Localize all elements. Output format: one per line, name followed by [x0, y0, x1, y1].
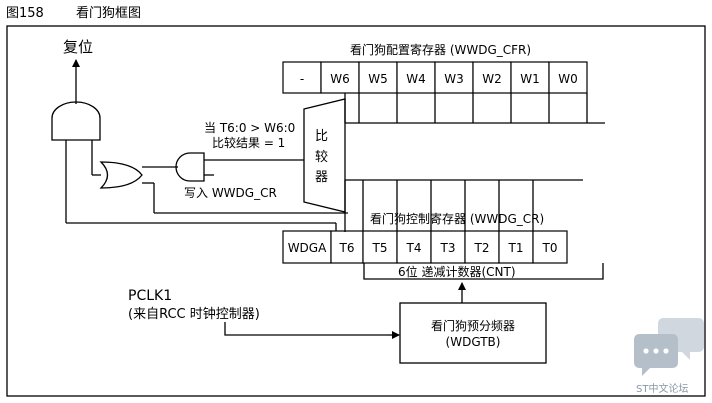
prescaler-block [399, 302, 547, 364]
cr-bit-cell [464, 230, 500, 264]
counter-bracket [363, 263, 604, 280]
counter-label: 6位 递减计数器(CNT) [398, 264, 516, 279]
figure-title: 看门狗框图 [76, 5, 141, 21]
reset-label: 复位 [63, 38, 93, 56]
prescaler-name: 看门狗预分频器 [431, 318, 515, 333]
or-gate [99, 161, 143, 189]
compare-and-gate [175, 152, 205, 182]
cfr-bit-cell [548, 61, 588, 94]
cr-bit-label: T3 [440, 241, 456, 255]
watermark-text: ST中文论坛 [636, 382, 688, 395]
cr-bit-label: T5 [372, 241, 388, 255]
figure-frame [6, 25, 706, 397]
cfr-bit-label: W1 [520, 72, 540, 86]
cr-bit-cell [532, 230, 568, 264]
cfr-title: 看门狗配置寄存器 (WWDG_CFR) [350, 42, 531, 57]
cfr-bus-taps [358, 93, 588, 123]
compare-result: 比较结果 = 1 [212, 135, 285, 150]
cfr-bit-label: W3 [444, 72, 464, 86]
cr-bit-cell [430, 230, 466, 264]
cr-title: 看门狗控制寄存器 (WWDG_CR) [370, 211, 544, 226]
cfr-bit-label: W4 [406, 72, 426, 86]
cfr-bit-label: - [300, 72, 304, 86]
cr-bit-label: T1 [508, 241, 524, 255]
cr-bit-cell [498, 230, 534, 264]
cr-bit-cell [330, 230, 364, 264]
cr-bit-cell [282, 230, 332, 264]
prescaler-id: (WDGTB) [446, 335, 501, 349]
cr-bit-label: T2 [474, 241, 490, 255]
chat-bubbles-icon [634, 318, 704, 376]
comparator-label-1: 比 [315, 129, 328, 144]
cfr-bit-label: W6 [330, 72, 350, 86]
cr-register: WDGA T6 T5 T4 T3 T2 T1 T0 [282, 230, 568, 264]
comparator-label-3: 器 [315, 170, 328, 185]
cfr-bit-label: W0 [558, 72, 578, 86]
pclk-line [224, 322, 388, 336]
cfr-bit-label: W2 [482, 72, 502, 86]
comparator-label-2: 较 [315, 150, 328, 165]
cr-bit-cell [396, 230, 432, 264]
figure-number: 图158 [6, 6, 44, 21]
reset-and-gate [51, 101, 101, 141]
cr-bit-label: T4 [406, 241, 422, 255]
cfr-bit-cell [472, 61, 512, 94]
cr-bus-taps [362, 180, 534, 231]
write-cr-label: 写入 WWDG_CR [184, 186, 277, 200]
cr-bit-cell [362, 230, 398, 264]
pclk-name: PCLK1 [128, 288, 172, 304]
cfr-bit-cell [320, 61, 360, 94]
cfr-bit-label: W5 [368, 72, 388, 86]
pclk-source: (来自RCC 时钟控制器) [128, 306, 260, 322]
cfr-register: - W6 W5 W4 W3 W2 W1 W0 [282, 61, 588, 94]
cr-bit-label: T6 [339, 241, 355, 255]
compare-condition: 当 T6:0 > W6:0 [204, 121, 295, 135]
cr-bit-label: T0 [542, 241, 558, 255]
cr-bit-label: WDGA [288, 241, 327, 255]
cfr-bit-cell [396, 61, 436, 94]
